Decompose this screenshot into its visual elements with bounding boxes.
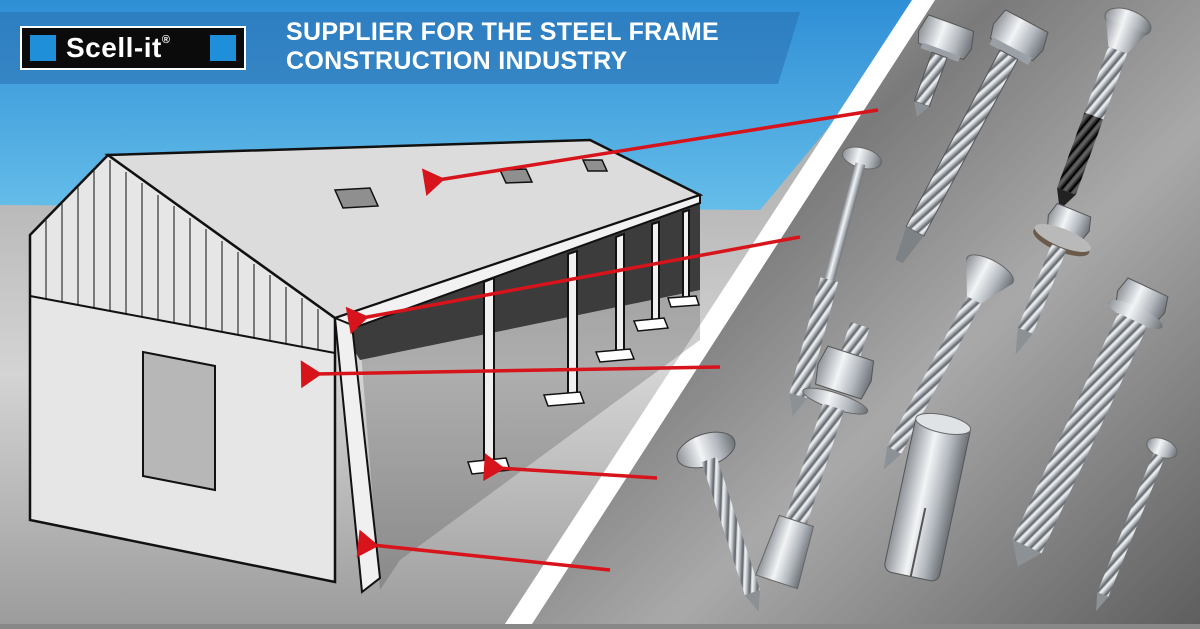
wall-band — [29, 295, 336, 354]
hex-nut-anchor-bolt — [754, 321, 875, 590]
drop-in-anchor — [884, 412, 972, 582]
hex-self-drilling-screw — [913, 14, 975, 118]
hex-washer-screw-with-seal — [1015, 202, 1092, 355]
logo-square-left — [30, 35, 56, 61]
brand-name: Scell-it — [66, 32, 162, 63]
pan-head-timber-screw — [789, 146, 882, 417]
roof-light — [333, 187, 380, 209]
registered-mark: ® — [161, 34, 171, 46]
torx-screw — [1096, 437, 1178, 612]
divider-stripe — [505, 0, 935, 624]
wafer-head-screw — [676, 431, 760, 612]
roof-light — [581, 159, 609, 172]
logo-square-right — [210, 35, 236, 61]
pointer-arrows — [300, 108, 879, 572]
headline: SUPPLIER FOR THE STEEL FRAME CONSTRUCTIO… — [286, 18, 719, 76]
headline-line-1: SUPPLIER FOR THE STEEL FRAME — [286, 18, 719, 46]
base-plates — [466, 295, 701, 475]
roof-light — [498, 168, 534, 184]
concrete-screw-anchor — [1012, 277, 1169, 567]
wall-ribs — [45, 160, 319, 350]
headline-line-2: CONSTRUCTION INDUSTRY — [286, 47, 628, 75]
countersunk-screw — [883, 254, 1014, 470]
long-hex-self-drilling-screw — [895, 9, 1049, 264]
building-shadow — [360, 290, 700, 590]
door — [142, 350, 216, 492]
brand-logo: Scell-it® — [20, 26, 246, 70]
black-countersunk-screw — [1057, 7, 1152, 210]
